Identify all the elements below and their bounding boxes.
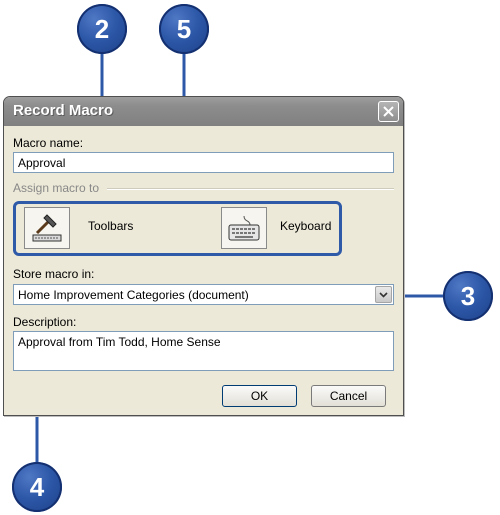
keyboard-icon bbox=[228, 215, 260, 241]
close-button[interactable] bbox=[378, 101, 399, 122]
macro-name-input[interactable]: Approval bbox=[13, 152, 394, 173]
callout-3: 3 bbox=[443, 271, 493, 321]
store-macro-label: Store macro in: bbox=[13, 267, 95, 281]
title-bar: Record Macro bbox=[4, 97, 403, 126]
record-macro-dialog: Record Macro Macro name: Approval Assign… bbox=[3, 96, 404, 416]
close-icon bbox=[383, 106, 394, 117]
callout-2: 2 bbox=[77, 4, 127, 54]
keyboard-label[interactable]: Keyboard bbox=[280, 219, 332, 233]
callout-4: 4 bbox=[12, 462, 62, 512]
toolbars-label[interactable]: Toolbars bbox=[88, 219, 134, 233]
assign-highlight bbox=[13, 201, 342, 256]
group-divider bbox=[107, 188, 394, 190]
toolbars-button[interactable] bbox=[24, 207, 70, 249]
description-label: Description: bbox=[13, 315, 77, 329]
ok-button[interactable]: OK bbox=[222, 385, 297, 407]
description-input[interactable]: Approval from Tim Todd, Home Sense bbox=[13, 331, 394, 371]
chevron-down-icon bbox=[379, 291, 388, 298]
store-macro-select[interactable]: Home Improvement Categories (document) bbox=[13, 284, 394, 305]
dropdown-button[interactable] bbox=[375, 286, 392, 303]
keyboard-button[interactable] bbox=[221, 207, 267, 249]
macro-name-label: Macro name: bbox=[13, 136, 84, 150]
store-macro-value: Home Improvement Categories (document) bbox=[18, 288, 249, 302]
cancel-button[interactable]: Cancel bbox=[311, 385, 386, 407]
hammer-toolbar-icon bbox=[32, 214, 62, 242]
callout-5: 5 bbox=[159, 4, 209, 54]
dialog-title: Record Macro bbox=[13, 102, 114, 119]
assign-macro-label: Assign macro to bbox=[13, 181, 100, 195]
